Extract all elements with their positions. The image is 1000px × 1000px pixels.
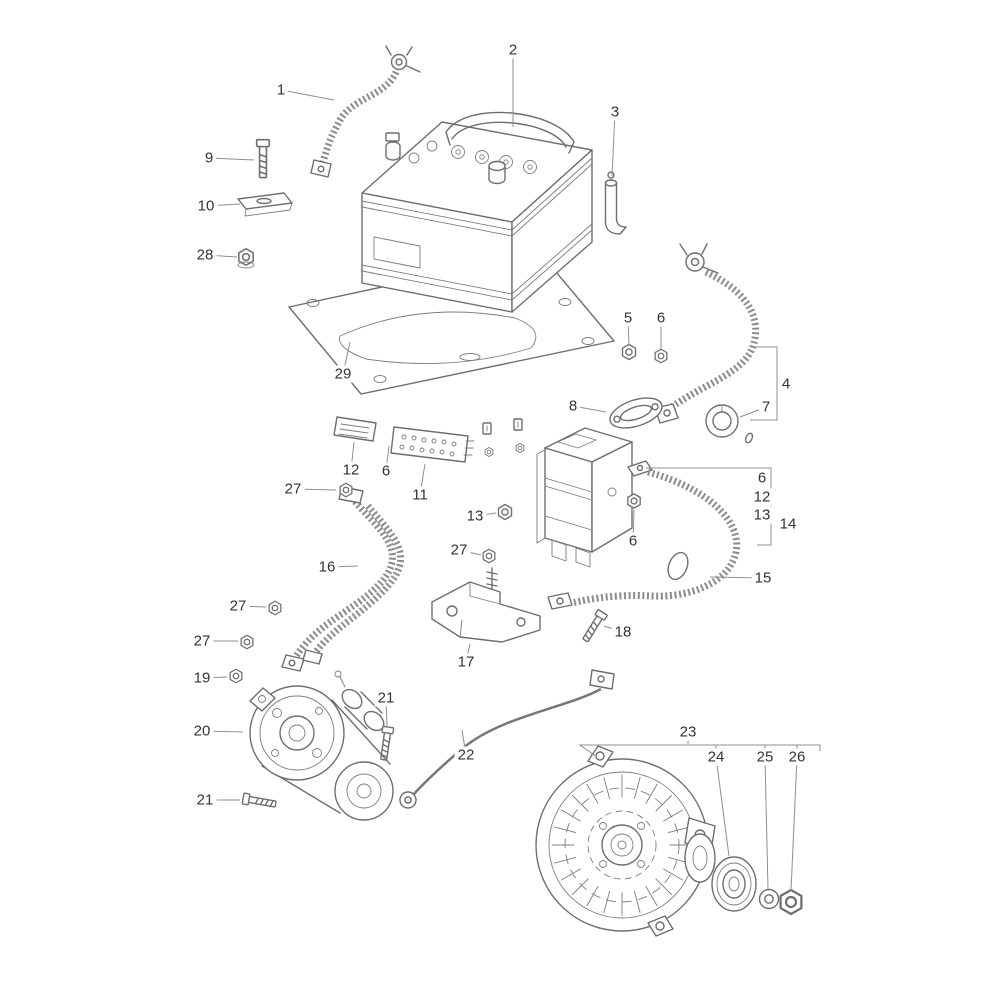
callout-19: 19 (190, 669, 214, 687)
washer-25 (758, 888, 780, 910)
callout-27: 27 (281, 480, 305, 498)
callout-11: 11 (409, 486, 431, 504)
clip-fasteners-6 (482, 418, 525, 457)
callout-17: 17 (454, 653, 478, 671)
battery (361, 111, 593, 313)
callout-27: 27 (190, 632, 214, 650)
callout-26: 26 (785, 748, 809, 766)
leader-line-3 (611, 111, 616, 177)
group-bracket (750, 346, 778, 421)
callout-27: 27 (447, 541, 471, 559)
callout-6: 6 (754, 469, 770, 487)
mounting-bracket-17 (431, 567, 541, 643)
callout-25: 25 (753, 748, 777, 766)
ground-strap-16 (281, 486, 405, 672)
callout-3: 3 (607, 103, 623, 121)
callout-4: 4 (778, 375, 794, 393)
callout-21: 21 (374, 689, 398, 707)
clamp-plate-10 (237, 192, 293, 217)
callout-13: 13 (750, 506, 774, 524)
callout-21: 21 (193, 791, 217, 809)
callout-6: 6 (653, 309, 669, 327)
callout-1: 1 (273, 81, 289, 99)
starter-motor (249, 670, 394, 821)
group-bracket (578, 744, 821, 758)
callout-5: 5 (620, 309, 636, 327)
pulley-24 (711, 856, 757, 912)
callout-10: 10 (194, 197, 218, 215)
ground-cable (310, 45, 421, 178)
relay-carrier-box (536, 427, 633, 568)
callout-12: 12 (750, 488, 774, 506)
starter-cable-22 (399, 669, 615, 809)
callout-6: 6 (378, 462, 394, 480)
battery-vent-elbow (604, 171, 627, 235)
callout-13: 13 (463, 507, 487, 525)
callout-28: 28 (193, 246, 217, 264)
cable-15 (547, 460, 741, 610)
relay-plate-11 (390, 426, 475, 463)
gasket-8 (609, 397, 663, 429)
clamp-nut-28 (237, 247, 255, 269)
callout-29: 29 (331, 365, 355, 383)
callout-8: 8 (565, 397, 581, 415)
callout-16: 16 (315, 558, 339, 576)
leader-line-24 (715, 756, 730, 857)
leader-line-1 (280, 89, 335, 101)
callout-12: 12 (339, 461, 363, 479)
callout-20: 20 (190, 722, 214, 740)
callout-18: 18 (611, 623, 635, 641)
callout-6: 6 (625, 532, 641, 550)
callout-24: 24 (704, 748, 728, 766)
callout-27: 27 (226, 597, 250, 615)
callout-2: 2 (505, 41, 521, 59)
leader-line-26 (790, 756, 798, 892)
callout-9: 9 (201, 149, 217, 167)
callout-23: 23 (676, 723, 700, 741)
alternator (535, 745, 716, 937)
grommet-7 (705, 404, 754, 444)
battery-vent-caps (408, 140, 537, 174)
callout-14: 14 (776, 515, 800, 533)
leader-line-25 (764, 756, 769, 890)
battery-terminals (385, 132, 506, 185)
callout-15: 15 (751, 569, 775, 587)
fuse-strip-12 (333, 416, 377, 442)
callout-7: 7 (758, 398, 774, 416)
callout-22: 22 (454, 746, 478, 764)
leader-line-9 (208, 157, 255, 161)
